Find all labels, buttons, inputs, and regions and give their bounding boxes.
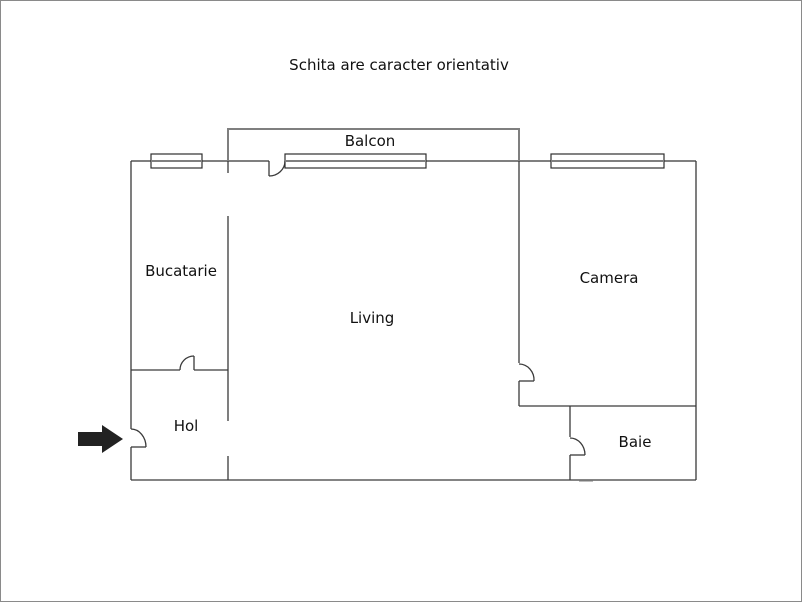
balcony-outline — [227, 128, 520, 161]
bathroom-walls — [569, 406, 593, 482]
room-label-balcon: Balcon — [344, 132, 396, 150]
room-label-bucatarie: Bucatarie — [145, 262, 217, 280]
arrow-right-icon — [78, 425, 123, 453]
disclaimer-title: Schita are caracter orientativ — [289, 56, 509, 74]
balcony-door — [268, 160, 286, 177]
entrance-door — [130, 428, 147, 448]
room-label-hol: Hol — [173, 417, 199, 435]
room-label-living: Living — [349, 309, 395, 327]
room-label-baie: Baie — [618, 433, 652, 451]
hallway-kitchen-wall — [131, 355, 228, 371]
room-label-camera: Camera — [579, 269, 639, 287]
bedroom-walls — [518, 161, 696, 407]
